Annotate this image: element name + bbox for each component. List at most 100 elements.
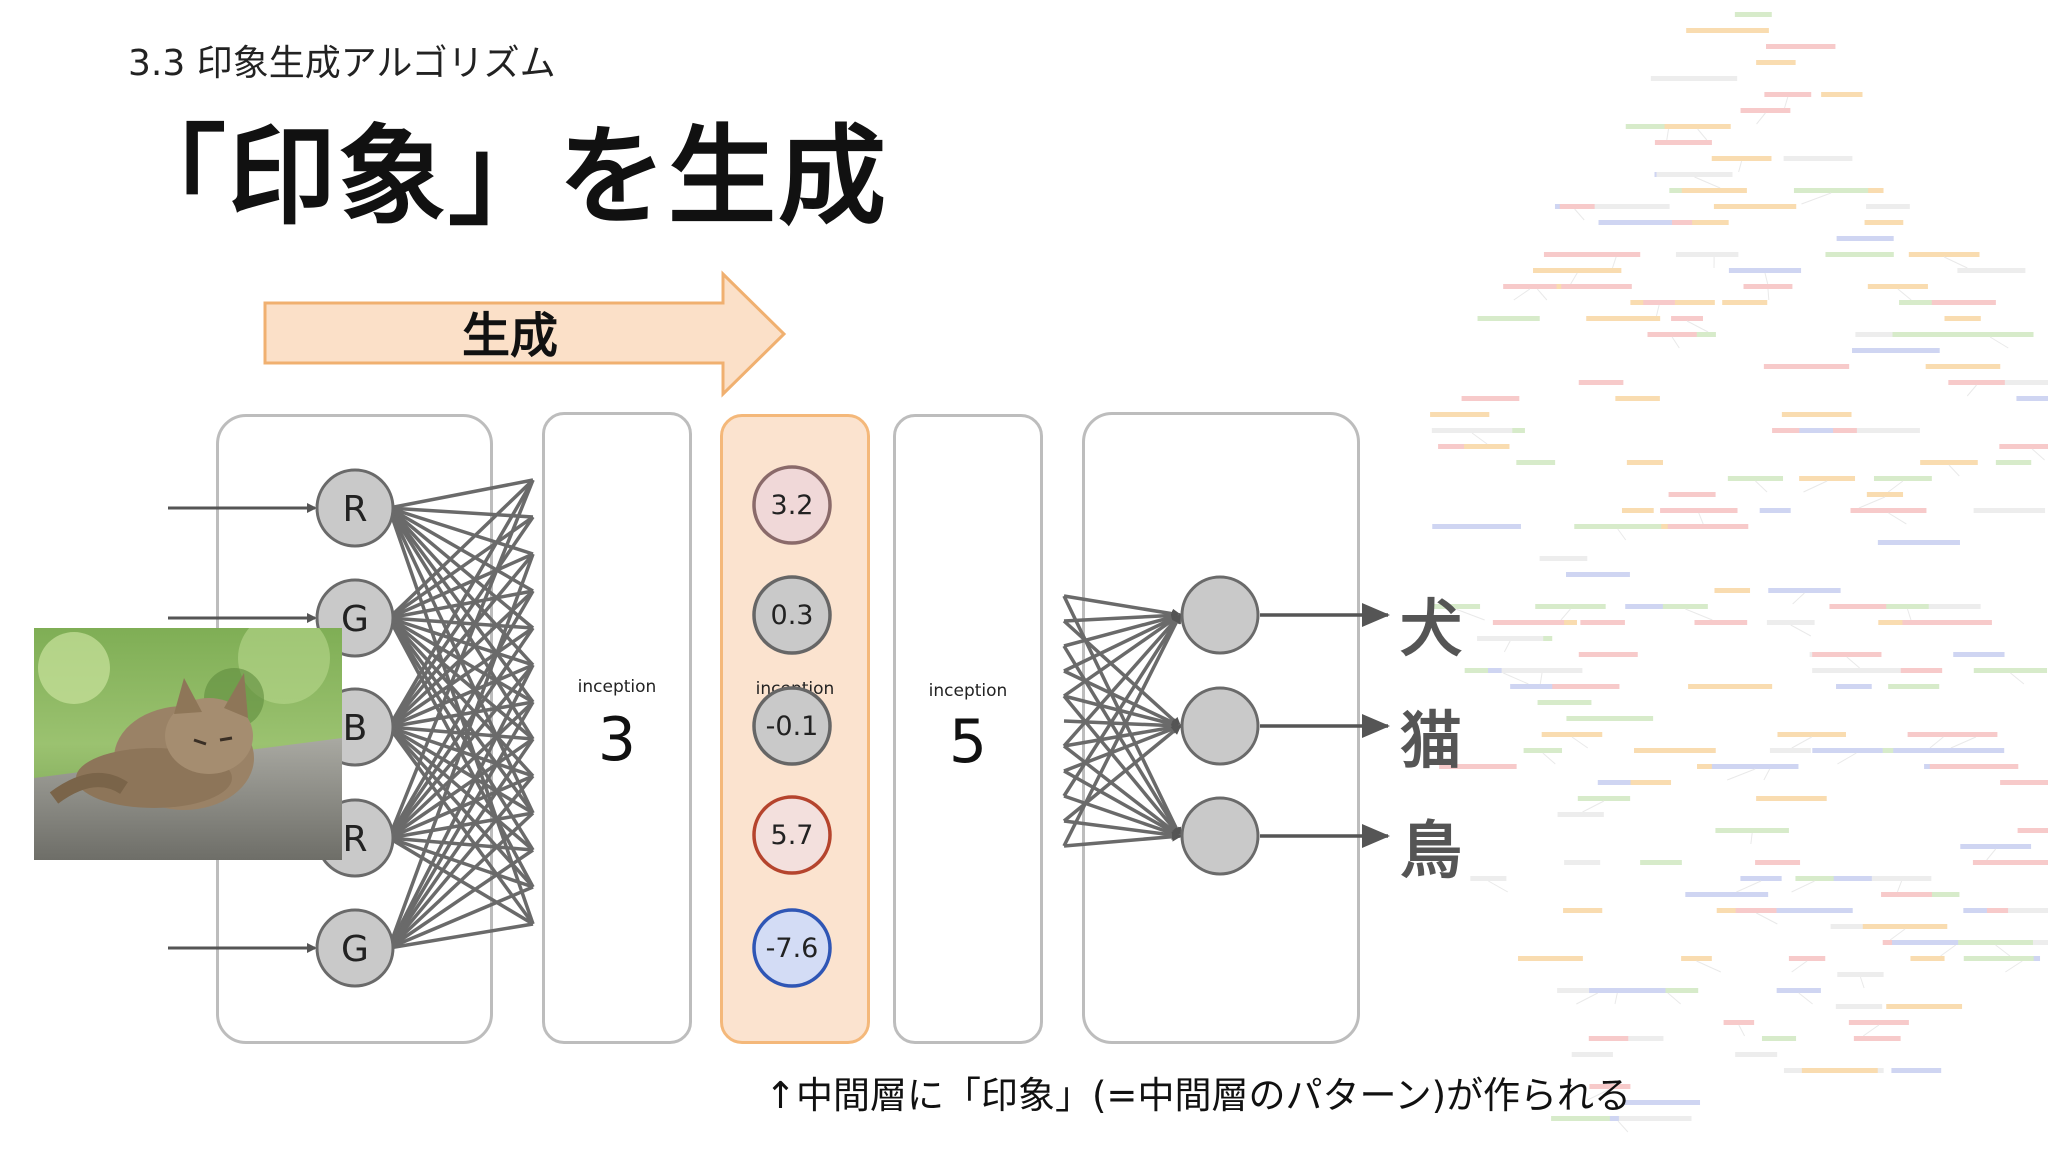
middle-value-node: -7.6 [752, 908, 832, 988]
graph-node [1574, 524, 1662, 529]
graph-node [1848, 1020, 1909, 1025]
graph-edge [1694, 176, 1721, 189]
graph-node [1618, 1116, 1692, 1121]
input-node-label: R [342, 819, 367, 860]
connection-line [387, 553, 535, 949]
graph-node [1888, 684, 1940, 689]
slide-subtitle: 3.3 印象生成アルゴリズム [128, 43, 556, 84]
graph-edge [1792, 592, 1805, 605]
graph-node [1983, 380, 2048, 385]
connection-line [1063, 831, 1182, 848]
graph-node [1680, 332, 1716, 337]
graph-edge [1846, 656, 1860, 669]
graph-node [1812, 652, 1882, 657]
graph-edge [1755, 480, 1768, 493]
middle-value-label: -0.1 [766, 711, 819, 742]
graph-node [1650, 76, 1738, 81]
input-node-label: G [341, 599, 369, 640]
middle-value-node: 5.7 [752, 795, 832, 875]
graph-node [1523, 748, 1563, 753]
connection-line [388, 506, 534, 556]
graph-node [1589, 988, 1666, 993]
graph-node [1643, 220, 1703, 225]
graph-node [2017, 828, 2048, 833]
graph-edge [1685, 608, 1713, 621]
graph-node [1566, 572, 1630, 577]
graph-node [1931, 300, 1996, 305]
graph-node [1464, 444, 1510, 449]
middle-value-label: 0.3 [771, 600, 814, 631]
graph-node [1566, 716, 1654, 721]
graph-edge [1571, 736, 1589, 749]
graph-edge [1617, 1120, 1629, 1133]
graph-node [1807, 876, 1887, 881]
graph-node [1973, 508, 2046, 513]
connection-line [387, 552, 535, 729]
graph-node [1740, 108, 1791, 113]
graph-node [1552, 684, 1620, 689]
graph-edge [1667, 992, 1681, 1005]
graph-node [1477, 636, 1544, 641]
graph-edge [1929, 736, 1944, 749]
graph-node [1886, 1004, 1963, 1009]
connection-line [387, 700, 535, 840]
graph-node [1740, 876, 1782, 881]
connection-line [387, 738, 535, 949]
graph-node [1756, 60, 1796, 65]
graph-node [1688, 684, 1773, 689]
graph-node [1756, 796, 1827, 801]
graph-node [1953, 652, 2005, 657]
graph-edge [1950, 736, 1977, 749]
graph-node [1799, 476, 1856, 481]
generate-arrow-label: 生成 [462, 308, 558, 364]
connection-line [1063, 769, 1182, 838]
output-label-cat: 猫 [1400, 704, 1463, 777]
graph-node [1837, 972, 1884, 977]
graph-node [1776, 988, 1821, 993]
graph-edge [1791, 960, 1808, 973]
graph-node [1647, 332, 1697, 337]
graph-node [1586, 316, 1661, 321]
graph-edge [1837, 752, 1857, 765]
graph-node [1477, 316, 1540, 321]
input-node: G [315, 908, 395, 988]
graph-node [1598, 220, 1629, 225]
connection-line [1062, 613, 1182, 847]
graph-node [1755, 860, 1801, 865]
input-node-label: R [342, 489, 367, 530]
graph-edge [1560, 608, 1571, 621]
output-label-bird: 鳥 [1400, 814, 1463, 887]
graph-node [1943, 748, 2005, 753]
connection-line [388, 663, 534, 729]
graph-node [1799, 428, 1834, 433]
graph-node [1571, 1052, 1613, 1057]
graph-node [1470, 876, 1507, 881]
graph-node [1727, 476, 1784, 481]
connection-line [1063, 694, 1182, 729]
inception-3-number: 3 [597, 705, 637, 775]
graph-node [1692, 220, 1729, 225]
inception-3-label: inception [577, 677, 657, 697]
graph-node [1957, 268, 2026, 273]
graph-node [1615, 396, 1660, 401]
graph-node [1654, 140, 1712, 145]
graph-node [1893, 748, 1968, 753]
graph-node [1821, 92, 1863, 97]
connection-line [1062, 744, 1182, 838]
graph-node [1764, 92, 1812, 97]
graph-edge [1542, 752, 1556, 765]
graph-node [1769, 748, 1811, 753]
graph-node [1881, 892, 1932, 897]
graph-edge [1756, 112, 1766, 125]
connection-line [388, 848, 534, 950]
graph-node [1925, 364, 2001, 369]
graph-node [1563, 908, 1603, 913]
graph-node [1516, 460, 1556, 465]
graph-node [1853, 1036, 1901, 1041]
connection-line [387, 516, 535, 728]
graph-node [1735, 1052, 1778, 1057]
graph-edge [1750, 832, 1753, 845]
graph-node [1685, 892, 1769, 897]
graph-node [1667, 524, 1749, 529]
graph-node [1634, 748, 1716, 753]
